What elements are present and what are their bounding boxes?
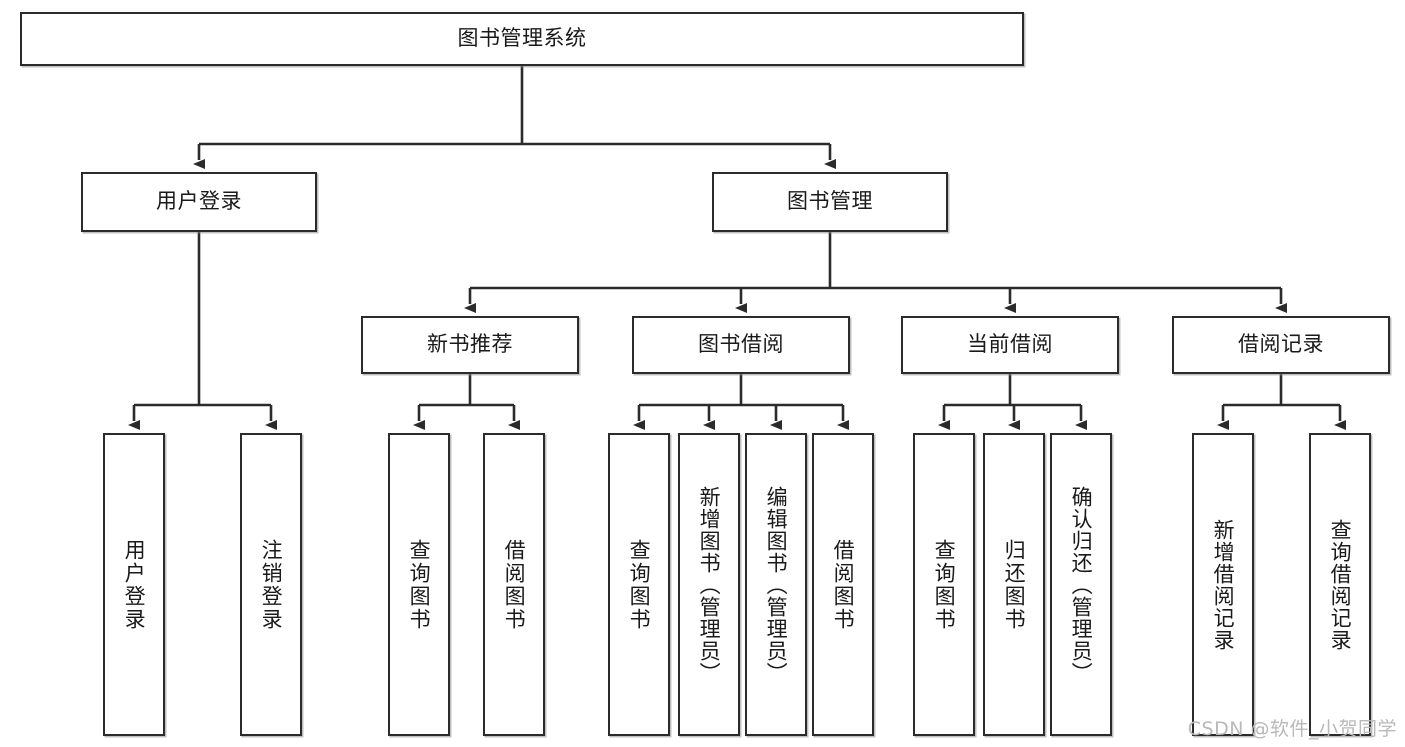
node-label: 归还图书 bbox=[1002, 538, 1027, 631]
node-label: 图书管理 bbox=[787, 189, 873, 214]
node-label: 新书推荐 bbox=[427, 332, 513, 357]
node-label: 查询图书 bbox=[407, 538, 432, 631]
node-label: 借阅记录 bbox=[1238, 332, 1324, 357]
node-label: 确认归还（管理员） bbox=[1069, 485, 1094, 684]
watermark: CSDN @软件_小贺同学 bbox=[1187, 718, 1397, 740]
node-rec-add[interactable]: 新增借阅记录 bbox=[1192, 433, 1254, 736]
node-cur-return[interactable]: 归还图书 bbox=[983, 433, 1045, 736]
node-newbook[interactable]: 新书推荐 bbox=[361, 316, 579, 374]
node-bw-edit[interactable]: 编辑图书（管理员） bbox=[745, 433, 807, 736]
node-bw-borrow[interactable]: 借阅图书 bbox=[812, 433, 874, 736]
node-nb-query[interactable]: 查询图书 bbox=[388, 433, 450, 736]
node-label: 用户登录 bbox=[122, 538, 147, 631]
node-label: 用户登录 bbox=[156, 189, 242, 214]
node-current[interactable]: 当前借阅 bbox=[901, 316, 1119, 374]
node-login-out[interactable]: 注销登录 bbox=[240, 433, 302, 736]
node-label: 注销登录 bbox=[259, 538, 284, 631]
node-borrow[interactable]: 图书借阅 bbox=[632, 316, 850, 374]
node-login[interactable]: 用户登录 bbox=[81, 172, 317, 232]
node-label: 新增图书（管理员） bbox=[697, 485, 722, 684]
node-label: 新增借阅记录 bbox=[1211, 518, 1236, 651]
node-label: 借阅图书 bbox=[831, 538, 856, 631]
node-label: 图书借阅 bbox=[698, 332, 784, 357]
node-cur-query[interactable]: 查询图书 bbox=[913, 433, 975, 736]
node-label: 查询图书 bbox=[932, 538, 957, 631]
node-label: 当前借阅 bbox=[967, 332, 1053, 357]
node-login-in[interactable]: 用户登录 bbox=[103, 433, 165, 736]
node-label: 编辑图书（管理员） bbox=[764, 485, 789, 684]
node-bookmgmt[interactable]: 图书管理 bbox=[712, 172, 948, 232]
node-rec-query[interactable]: 查询借阅记录 bbox=[1309, 433, 1371, 736]
node-bw-add[interactable]: 新增图书（管理员） bbox=[678, 433, 740, 736]
node-label: 图书管理系统 bbox=[457, 26, 587, 51]
node-nb-borrow[interactable]: 借阅图书 bbox=[483, 433, 545, 736]
node-root[interactable]: 图书管理系统 bbox=[20, 12, 1024, 66]
node-label: 查询图书 bbox=[627, 538, 652, 631]
node-records[interactable]: 借阅记录 bbox=[1172, 316, 1390, 374]
node-label: 借阅图书 bbox=[502, 538, 527, 631]
node-cur-confirm[interactable]: 确认归还（管理员） bbox=[1050, 433, 1112, 736]
node-bw-query[interactable]: 查询图书 bbox=[608, 433, 670, 736]
node-label: 查询借阅记录 bbox=[1328, 518, 1353, 651]
